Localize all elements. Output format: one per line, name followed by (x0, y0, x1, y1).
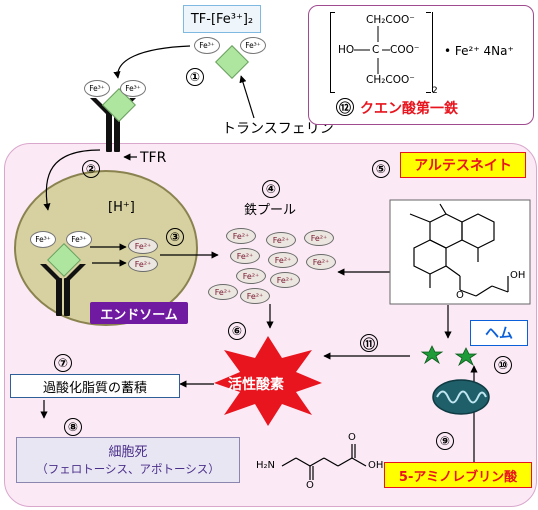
cell-death-label: 細胞死 (108, 445, 148, 460)
heme-star-2 (454, 347, 478, 367)
fe3-ion: Fe³⁺ (30, 231, 56, 248)
step-12: ⑫ (336, 98, 354, 116)
step-4: ④ (262, 180, 280, 198)
fe2-ion: Fe²⁺ (128, 256, 158, 272)
iron-pool-label: 鉄プール (244, 203, 297, 218)
endosome-label: エンドソーム (90, 302, 188, 324)
step-7: ⑦ (54, 354, 72, 372)
cell-death-sub: （フェロトーシス、アポトーシス） (36, 462, 220, 476)
formula-ch2coo-top: CH₂COO⁻ (366, 14, 415, 26)
step-11: ⑪ (360, 334, 378, 352)
ala-structure (281, 444, 367, 480)
formula-salt: • Fe²⁺ 4Na⁺ (444, 44, 514, 58)
artesunate-o: O (456, 290, 464, 301)
formula-c: C (372, 44, 380, 56)
cell-death-box: 細胞死 （フェロトーシス、アポトーシス） (16, 437, 240, 483)
fe2-ion: Fe²⁺ (306, 254, 336, 270)
step-6: ⑥ (228, 322, 246, 340)
formula-subscript: 2 (432, 86, 438, 96)
step-5: ⑤ (372, 160, 390, 178)
fe2-ion: Fe²⁺ (128, 238, 158, 254)
fe3-ion: Fe³⁺ (84, 80, 110, 97)
step-3: ③ (166, 228, 184, 246)
transferrin-label: トランスフェリン (222, 121, 334, 137)
fe2-ion: Fe²⁺ (226, 228, 256, 244)
fe2-ion: Fe²⁺ (236, 268, 266, 284)
fe3-ion: Fe³⁺ (240, 37, 266, 54)
mitochondrion (432, 379, 490, 415)
fe2-ion: Fe²⁺ (266, 232, 296, 248)
step-9: ⑨ (436, 432, 454, 450)
ros-burst (214, 336, 322, 426)
fe2-ion: Fe²⁺ (304, 230, 334, 246)
endosome-h-label: [H⁺] (108, 200, 135, 215)
formula-coo: COO⁻ (390, 44, 420, 56)
step-8: ⑧ (64, 418, 82, 436)
fe3-ion: Fe³⁺ (194, 37, 220, 54)
formula-ch2coo-bottom: CH₂COO⁻ (366, 74, 415, 86)
arrow-endocytosis (43, 149, 101, 211)
arrow-transferrin (239, 75, 255, 119)
citrate-formula: CH₂COO⁻ HO C COO⁻ CH₂COO⁻ 2 • Fe²⁺ 4Na⁺ (318, 12, 528, 98)
fe2-ion: Fe²⁺ (268, 252, 298, 268)
artesunate-oh: OH (510, 270, 526, 281)
tfr-receptor-endosome (40, 264, 86, 316)
step-10: ⑩ (494, 356, 512, 374)
arrow-binding (113, 45, 191, 79)
ala-oh: OH (368, 460, 384, 471)
fe3-ion: Fe³⁺ (66, 231, 92, 248)
fe2-ion: Fe²⁺ (230, 248, 260, 264)
transferrin-complex-label: TF-[Fe³⁺]₂ (183, 5, 261, 33)
ferrous-citrate-label: クエン酸第一鉄 (360, 101, 458, 117)
step-2: ② (82, 160, 100, 178)
fe2-ion: Fe²⁺ (240, 288, 270, 304)
ala-label: 5-アミノレブリン酸 (384, 462, 532, 488)
fe3-ion: Fe³⁺ (120, 80, 146, 97)
endosome (14, 170, 198, 326)
tfr-label: TFR (140, 150, 167, 166)
heme-star-1 (420, 345, 444, 365)
lipid-peroxide-box: 過酸化脂質の蓄積 (10, 374, 180, 398)
formula-ho: HO (338, 44, 355, 56)
step-1: ① (186, 68, 204, 86)
fe2-ion: Fe²⁺ (208, 284, 238, 300)
artesunate-structure (409, 203, 509, 297)
ala-o-1: O (306, 480, 314, 491)
heme-label: ヘム (470, 320, 528, 346)
ala-h2n: H₂N (256, 460, 276, 471)
artesunate-label: アルテスネイト (400, 152, 526, 178)
ala-o-2: O (348, 432, 356, 443)
ros-label: 活性酸素 (228, 377, 284, 393)
fe2-ion: Fe²⁺ (270, 272, 300, 288)
